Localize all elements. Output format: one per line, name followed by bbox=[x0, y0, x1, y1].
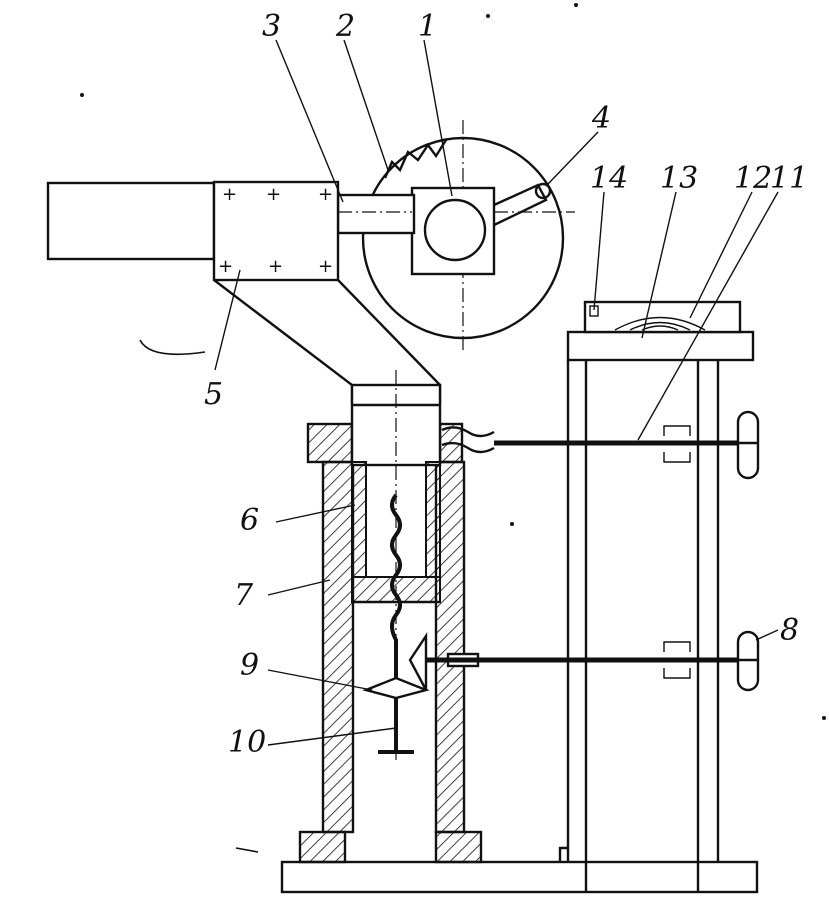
connecting-rod bbox=[336, 193, 416, 235]
label-10: 10 bbox=[228, 725, 266, 760]
label-9: 9 bbox=[240, 648, 259, 683]
svg-text:+: + bbox=[218, 256, 233, 277]
svg-text:+: + bbox=[266, 184, 281, 205]
slider-block: + + + + + + bbox=[212, 180, 340, 282]
shaft bbox=[46, 181, 216, 261]
label-8: 8 bbox=[780, 613, 799, 648]
svg-text:+: + bbox=[318, 256, 333, 277]
bevel-gear bbox=[362, 632, 430, 700]
lower-handwheel bbox=[736, 630, 760, 692]
upper-screw-rod bbox=[441, 425, 738, 463]
housing bbox=[298, 422, 483, 864]
base-plate bbox=[280, 860, 759, 894]
crank-body bbox=[410, 182, 552, 276]
label-6: 6 bbox=[240, 503, 259, 538]
label-2: 2 bbox=[335, 9, 355, 44]
label-5: 5 bbox=[204, 377, 223, 412]
sleeve bbox=[351, 461, 441, 604]
label-7: 7 bbox=[234, 578, 254, 613]
screw-spindle bbox=[390, 493, 402, 680]
label-14: 14 bbox=[590, 161, 628, 196]
scan-specks bbox=[80, 3, 826, 853]
svg-text:+: + bbox=[268, 256, 283, 277]
label-11: 11 bbox=[770, 161, 808, 196]
svg-text:+: + bbox=[318, 184, 333, 205]
svg-text:+: + bbox=[222, 184, 237, 205]
lower-shaft bbox=[378, 698, 414, 754]
label-1: 1 bbox=[418, 9, 437, 44]
label-12: 12 bbox=[734, 161, 772, 196]
lower-screw-rod bbox=[426, 641, 738, 679]
leader-lines bbox=[214, 39, 779, 746]
upper-handwheel bbox=[736, 410, 760, 480]
label-4: 4 bbox=[591, 101, 611, 136]
workpiece-block bbox=[583, 300, 742, 334]
right-frame bbox=[558, 330, 755, 892]
label-3: 3 bbox=[262, 9, 281, 44]
label-13: 13 bbox=[660, 161, 698, 196]
